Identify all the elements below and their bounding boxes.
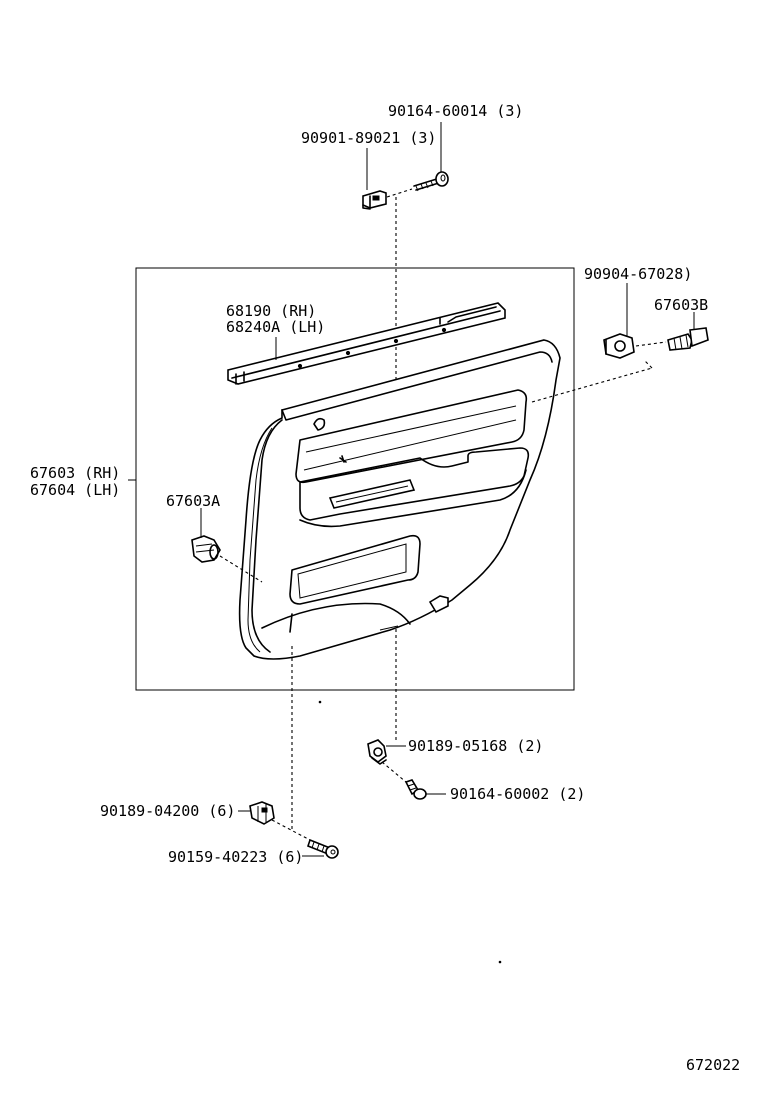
screw-90164-60002	[404, 779, 427, 800]
clip-67603b	[667, 327, 709, 351]
door-belt-weatherstrip	[227, 302, 506, 385]
label-68240a: 68240A (LH)	[226, 318, 325, 336]
diagram-number: 672022	[686, 1056, 740, 1074]
screw-90159-40223	[307, 838, 339, 859]
label-90189-04200: 90189-04200 (6)	[100, 802, 235, 820]
door-trim-panel	[238, 339, 561, 660]
label-90164-60014: 90164-60014 (3)	[388, 102, 523, 120]
label-67604: 67604 (LH)	[30, 481, 120, 499]
label-90189-05168: 90189-05168 (2)	[408, 737, 543, 755]
clip-90189-05168	[367, 739, 387, 765]
label-90901-89021: 90901-89021 (3)	[301, 129, 436, 147]
label-67603: 67603 (RH)	[30, 464, 120, 482]
label-90159-40223: 90159-40223 (6)	[168, 848, 303, 866]
assembly-frame	[135, 267, 575, 691]
clip-67603a	[191, 535, 221, 563]
clip-90189-04200	[249, 801, 275, 825]
label-67603a: 67603A	[166, 492, 220, 510]
top-clip-90901-89021	[362, 190, 387, 210]
label-67603b: 67603B	[654, 296, 708, 314]
label-90904-67028: 90904-67028)	[584, 265, 692, 283]
top-screw-90164-60014	[413, 171, 449, 192]
grommet-90904-67028	[603, 333, 635, 359]
label-68190: 68190 (RH)	[226, 302, 316, 320]
label-90164-60002: 90164-60002 (2)	[450, 785, 585, 803]
